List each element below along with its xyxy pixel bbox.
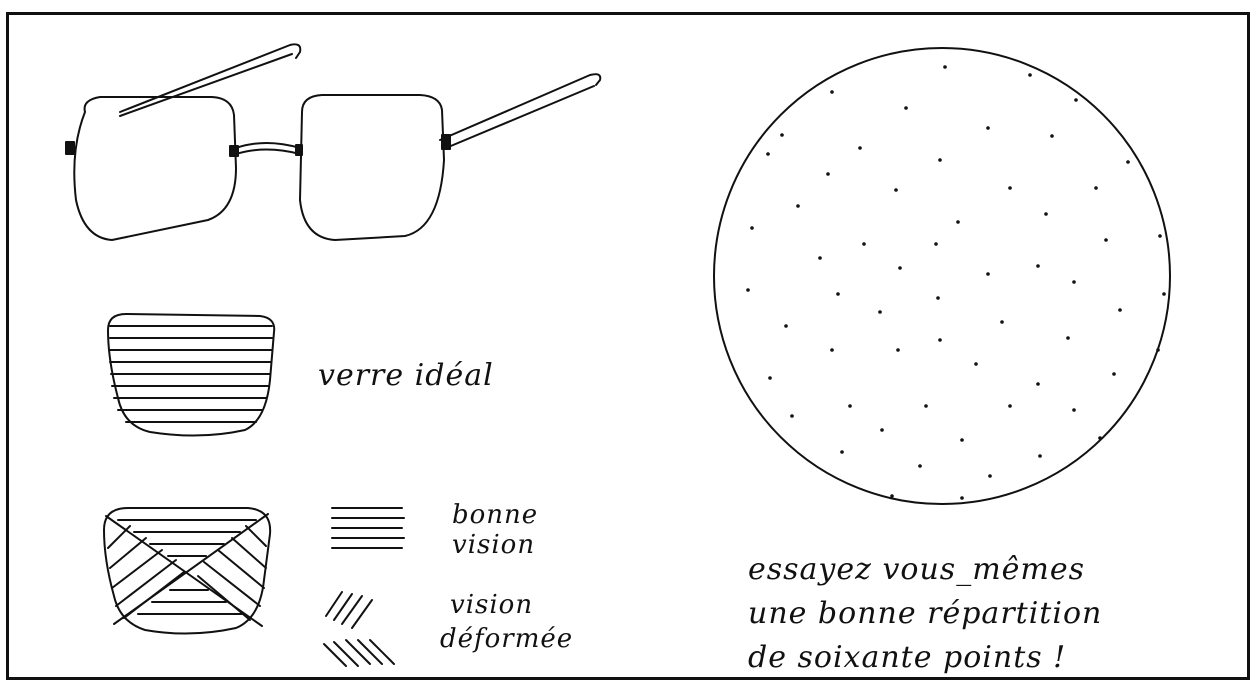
deformed-vision-line2: déformée: [440, 622, 573, 656]
good-vision-line1: bonne: [452, 500, 538, 530]
deformed-lens-icon: [104, 508, 270, 634]
circle-dots: [746, 65, 1166, 500]
good-vision-label: bonne vision: [452, 500, 538, 560]
deformed-vision-label: vision déformée: [440, 588, 573, 656]
ideal-lens-icon: [108, 314, 274, 436]
horizontal-lines-icon: [332, 508, 404, 548]
diagonal-lines-icon: [324, 592, 394, 666]
exercise-line2: une bonne répartition: [748, 592, 1102, 636]
dotted-circle-icon: [714, 48, 1170, 504]
exercise-line3: de soixante points !: [748, 636, 1102, 680]
good-vision-line2: vision: [452, 530, 538, 560]
exercise-line1: essayez vous_mêmes: [748, 548, 1102, 592]
glasses-icon: [66, 44, 600, 240]
ideal-lens-label: verre idéal: [318, 358, 494, 393]
deformed-vision-line1: vision: [440, 588, 573, 622]
exercise-text: essayez vous_mêmes une bonne répartition…: [748, 548, 1102, 680]
